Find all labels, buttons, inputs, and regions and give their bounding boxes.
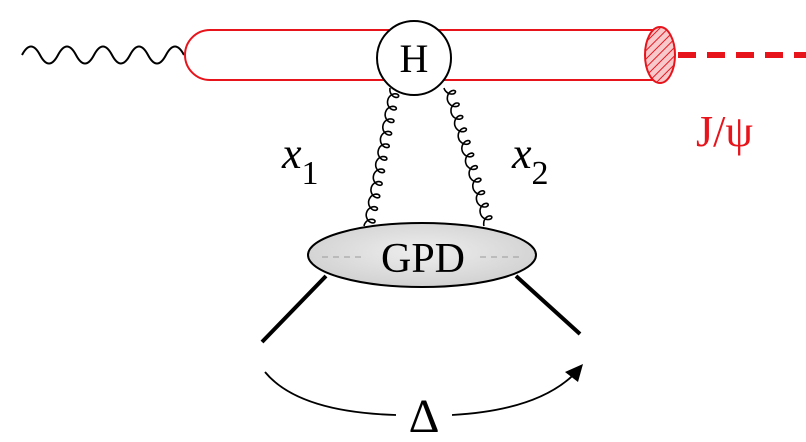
- hard-vertex-label: H: [400, 36, 429, 81]
- photon-line: [21, 45, 185, 65]
- gpd-blob: [307, 222, 537, 288]
- x2-label: x2: [511, 129, 549, 192]
- momentum-transfer-arc-left: [264, 371, 397, 416]
- quark-pair-tube: [184, 29, 658, 81]
- gluon-line-right: [443, 87, 493, 227]
- delta-label: Δ: [409, 390, 440, 442]
- outgoing-proton-line: [514, 274, 582, 336]
- gluon-line-left: [363, 87, 400, 227]
- hard-vertex-circle: [376, 20, 452, 96]
- incoming-proton-line: [260, 274, 328, 344]
- gpd-label: GPD: [381, 236, 465, 282]
- x1-label: x1: [281, 129, 319, 192]
- arrowhead-icon: [565, 364, 583, 382]
- meson-blob: [644, 26, 676, 84]
- momentum-transfer-arc-right: [451, 367, 581, 416]
- jpsi-label: J/ψ: [696, 107, 753, 156]
